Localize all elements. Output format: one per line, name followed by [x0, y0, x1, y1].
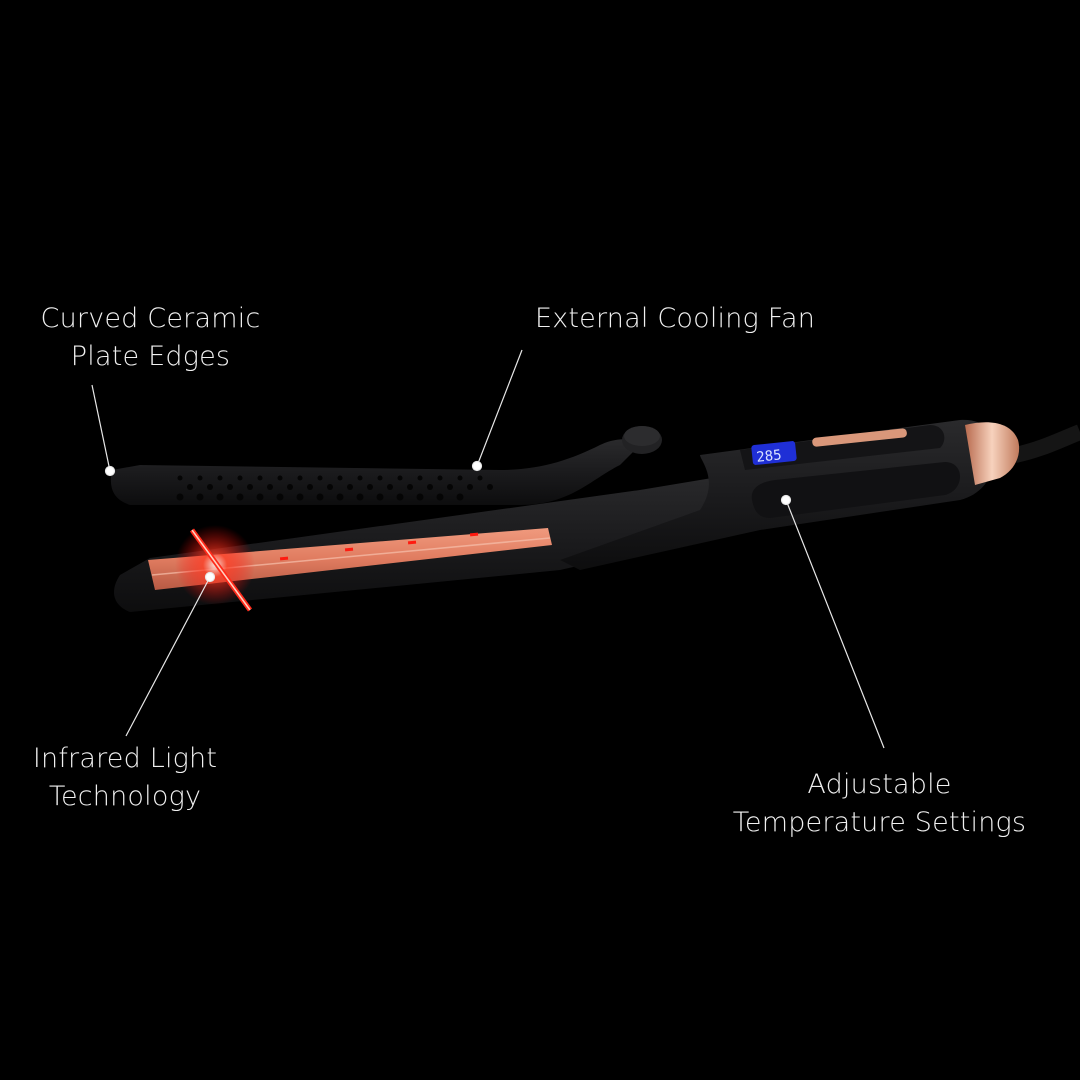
callout-dot-temperature: [780, 494, 792, 506]
temperature-display-value: 285: [756, 447, 783, 466]
callout-dot-curved-edges: [104, 465, 116, 477]
vent-holes: [176, 475, 493, 501]
callout-adjustable-temperature: Adjustable Temperature Settings: [712, 766, 1047, 842]
callout-line: Temperature Settings: [732, 807, 1027, 838]
callout-external-cooling-fan: External Cooling Fan: [515, 300, 835, 338]
callout-dot-cooling-fan: [471, 460, 483, 472]
grip-panel: [751, 462, 960, 518]
callout-infrared-light: Infrared Light Technology: [15, 740, 235, 816]
callout-line: External Cooling Fan: [534, 303, 816, 334]
callout-curved-plate-edges: Curved Ceramic Plate Edges: [28, 300, 273, 376]
power-cord: [1013, 424, 1080, 463]
callout-line: Plate Edges: [70, 341, 231, 372]
callout-line: Adjustable: [807, 769, 952, 800]
upper-arm: [110, 439, 640, 505]
temperature-display: [751, 441, 797, 465]
callout-line: Curved Ceramic: [40, 303, 261, 334]
end-cap: [965, 422, 1020, 485]
callout-line: Infrared Light: [32, 743, 218, 774]
callout-dot-infrared: [204, 571, 216, 583]
callout-line: Technology: [48, 781, 202, 812]
temperature-buttons: [812, 428, 907, 447]
